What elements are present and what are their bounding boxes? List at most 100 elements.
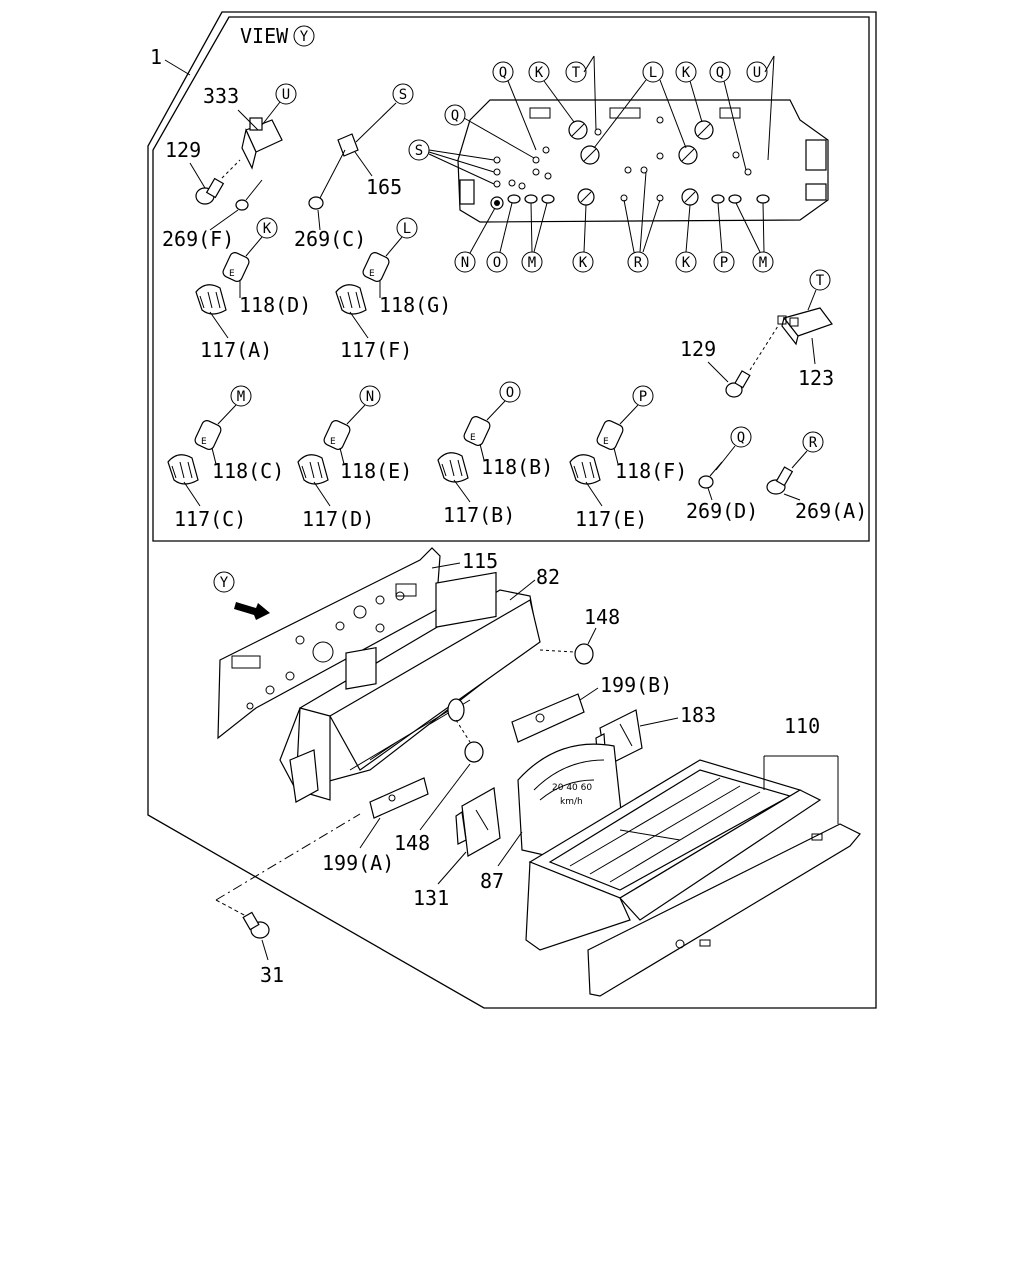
bulb-118e: E [323, 420, 351, 450]
svg-text:Q: Q [451, 108, 459, 124]
part-117b-label: 117(B) [443, 503, 515, 527]
part-199a-label: 199(A) [322, 851, 394, 875]
part-131-label: 131 [413, 886, 449, 910]
part-269a-label: 269(A) [795, 499, 867, 523]
part-117f-label: 117(F) [340, 338, 412, 362]
part-118f-label: 118(F) [615, 459, 687, 483]
socket-117b [437, 452, 469, 483]
part-165-label: 165 [366, 175, 402, 199]
svg-text:Q: Q [737, 430, 745, 446]
bulb-118b: E [463, 416, 491, 446]
part-118e-label: 118(E) [340, 459, 412, 483]
bulb-118d: E [222, 252, 250, 282]
svg-text:N: N [366, 389, 374, 405]
svg-text:Q: Q [499, 65, 507, 81]
part-118c-label: 118(C) [212, 459, 284, 483]
bracket-333 [241, 117, 283, 170]
part-129b-label: 129 [680, 337, 716, 361]
part-110-label: 110 [784, 714, 820, 738]
gauge-131 [455, 787, 501, 857]
case-82 [279, 571, 541, 803]
part-1-label: 1 [150, 45, 162, 69]
svg-text:R: R [809, 435, 818, 451]
plate-199a [369, 777, 429, 819]
svg-text:U: U [753, 65, 761, 81]
part-117c-label: 117(C) [174, 507, 246, 531]
part-129-label: 129 [165, 138, 201, 162]
part-31-label: 31 [260, 963, 284, 987]
screw-129b [725, 325, 779, 398]
bulb-148a [574, 643, 594, 665]
lens-110 [525, 759, 822, 951]
part-118d-label: 118(D) [239, 293, 311, 317]
bulb-118f: E [596, 420, 624, 450]
part-82-label: 82 [536, 565, 560, 589]
part-117a-label: 117(A) [200, 338, 272, 362]
svg-text:E: E [229, 269, 235, 279]
svg-text:km/h: km/h [560, 797, 583, 807]
svg-text:M: M [528, 255, 536, 271]
part-269f-label: 269(F) [162, 227, 234, 251]
svg-text:R: R [634, 255, 643, 271]
screw-269a [766, 466, 794, 495]
svg-text:K: K [263, 221, 272, 237]
part-148b-label: 148 [394, 831, 430, 855]
svg-text:E: E [369, 269, 375, 279]
svg-text:M: M [759, 255, 767, 271]
part-148a-label: 148 [584, 605, 620, 629]
circuit-board-view [457, 99, 829, 223]
part-199b-label: 199(B) [600, 673, 672, 697]
screw-129 [195, 159, 241, 205]
svg-text:E: E [330, 437, 336, 447]
socket-117e [569, 454, 601, 485]
svg-text:E: E [201, 437, 207, 447]
svg-text:O: O [506, 385, 514, 401]
assembly-boundary [147, 11, 877, 1009]
svg-text:T: T [572, 65, 581, 81]
svg-text:O: O [493, 255, 501, 271]
visor-110 [587, 823, 861, 997]
part-183-label: 183 [680, 703, 716, 727]
svg-text:P: P [639, 389, 647, 405]
bulb-118g: E [362, 252, 390, 282]
svg-text:S: S [415, 143, 423, 159]
svg-text:Q: Q [716, 65, 724, 81]
screw-269f [235, 179, 263, 211]
part-118g-label: 118(G) [379, 293, 451, 317]
screw-31 [242, 911, 270, 939]
part-117d-label: 117(D) [302, 507, 374, 531]
svg-text:L: L [649, 65, 657, 81]
part-117e-label: 117(E) [575, 507, 647, 531]
svg-text:E: E [603, 437, 609, 447]
socket-117a [195, 284, 227, 315]
svg-text:S: S [399, 87, 407, 103]
svg-text:K: K [682, 65, 691, 81]
view-letter: Y [300, 29, 309, 45]
svg-text:P: P [720, 255, 728, 271]
part-123-label: 123 [798, 366, 834, 390]
socket-117d [297, 454, 329, 485]
bulb-148b [464, 741, 484, 763]
connector-123 [777, 307, 833, 346]
svg-text:L: L [403, 221, 411, 237]
svg-text:K: K [579, 255, 588, 271]
svg-text:K: K [682, 255, 691, 271]
view-title: VIEW [240, 24, 289, 48]
svg-text:N: N [461, 255, 469, 271]
part-87-label: 87 [480, 869, 504, 893]
svg-text:T: T [816, 273, 825, 289]
view-arrow [234, 602, 270, 620]
svg-text:20 40 60: 20 40 60 [552, 783, 592, 793]
part-269c-label: 269(C) [294, 227, 366, 251]
plate-199b [511, 693, 585, 743]
socket-117f [335, 284, 367, 315]
screw-269d [698, 461, 723, 489]
svg-text:M: M [237, 389, 245, 405]
view-box [152, 16, 870, 542]
svg-text:K: K [535, 65, 544, 81]
part-269d-label: 269(D) [686, 499, 758, 523]
svg-text:E: E [470, 433, 476, 443]
svg-text:U: U [282, 87, 290, 103]
clip-165 [308, 133, 359, 210]
